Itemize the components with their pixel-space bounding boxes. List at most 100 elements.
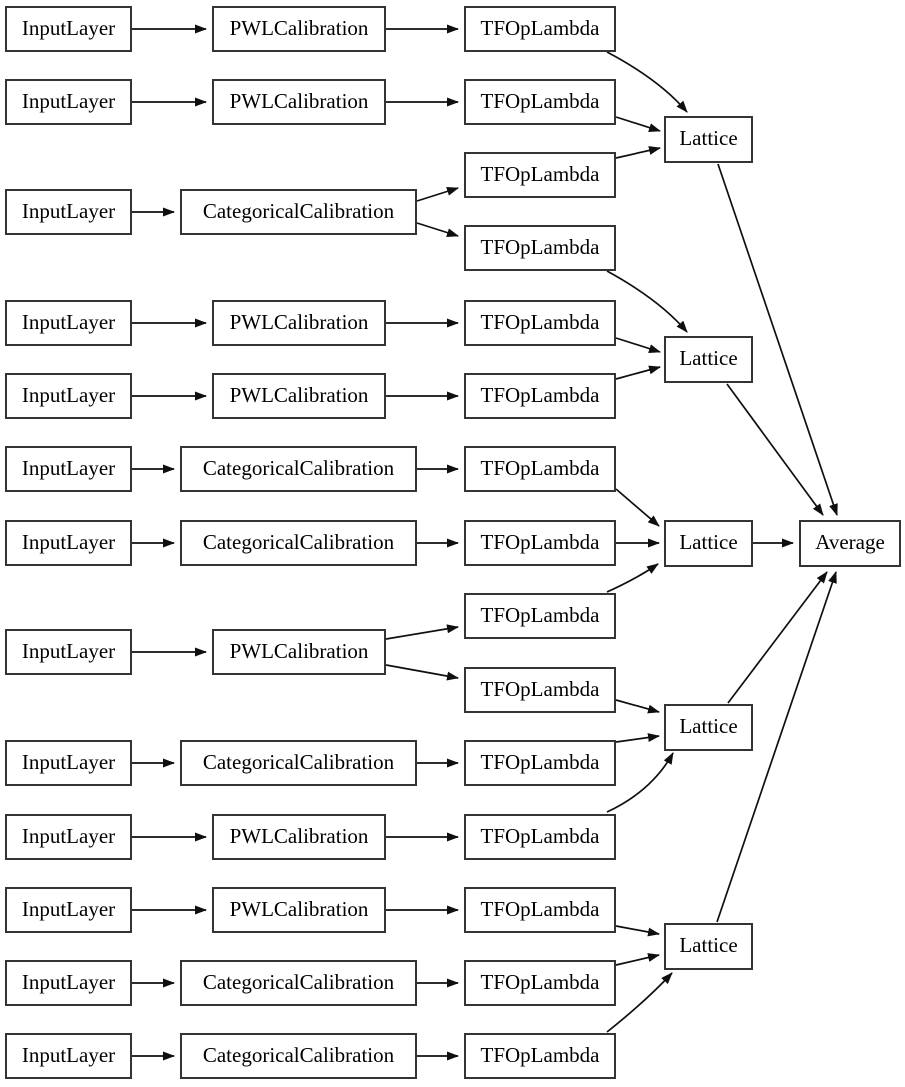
- node-label: TFOpLambda: [480, 15, 600, 40]
- node-pwl-1: PWLCalibration: [212, 6, 386, 52]
- node-label: TFOpLambda: [480, 602, 600, 627]
- node-lambda-10: TFOpLambda: [464, 667, 616, 713]
- node-input-11: InputLayer: [5, 887, 132, 933]
- node-lattice-3: Lattice: [664, 520, 753, 567]
- node-input-12: InputLayer: [5, 960, 132, 1006]
- node-label: PWLCalibration: [229, 896, 369, 921]
- node-lattice-5: Lattice: [664, 923, 753, 970]
- edge-lattice-2-to-average: [726, 383, 824, 516]
- node-lambda-1: TFOpLambda: [464, 6, 616, 52]
- node-label: InputLayer: [21, 638, 116, 663]
- node-label: PWLCalibration: [229, 88, 369, 113]
- node-lambda-9: TFOpLambda: [464, 593, 616, 639]
- node-label: Lattice: [679, 933, 738, 957]
- node-lattice-1: Lattice: [664, 116, 753, 163]
- edge-lambda-1-to-lattice-1: [606, 51, 688, 113]
- node-pwl-7: PWLCalibration: [212, 887, 386, 933]
- edge-lambda-11-to-lattice-4: [615, 733, 660, 743]
- node-pwl-4: PWLCalibration: [212, 373, 386, 419]
- node-label: InputLayer: [21, 896, 116, 921]
- node-cat-2: CategoricalCalibration: [180, 446, 417, 492]
- node-label: PWLCalibration: [229, 382, 369, 407]
- node-label: TFOpLambda: [480, 529, 600, 554]
- edge-lambda-13-to-lattice-5: [615, 925, 660, 937]
- edge-pwl-5-to-lambda-10: [385, 664, 459, 681]
- node-label: PWLCalibration: [229, 638, 369, 663]
- node-label: TFOpLambda: [480, 234, 600, 259]
- node-label: Lattice: [679, 126, 738, 150]
- edge-lattice-1-to-average: [717, 163, 838, 516]
- node-input-6: InputLayer: [5, 446, 132, 492]
- edge-cat-1-to-lambda-4: [416, 222, 459, 237]
- node-label: PWLCalibration: [229, 823, 369, 848]
- node-label: TFOpLambda: [480, 896, 600, 921]
- node-lambda-4: TFOpLambda: [464, 225, 616, 271]
- edge-lambda-4-to-lattice-2: [606, 270, 688, 333]
- node-label: PWLCalibration: [229, 15, 369, 40]
- node-label: TFOpLambda: [480, 161, 600, 186]
- node-label: InputLayer: [21, 1042, 116, 1067]
- node-lambda-14: TFOpLambda: [464, 960, 616, 1006]
- node-label: InputLayer: [21, 198, 116, 223]
- node-label: TFOpLambda: [480, 969, 600, 994]
- node-lambda-6: TFOpLambda: [464, 373, 616, 419]
- edge-lambda-10-to-lattice-4: [615, 699, 660, 714]
- node-pwl-3: PWLCalibration: [212, 300, 386, 346]
- node-label: TFOpLambda: [480, 823, 600, 848]
- node-label: InputLayer: [21, 15, 116, 40]
- node-lambda-15: TFOpLambda: [464, 1033, 616, 1079]
- node-label: InputLayer: [21, 382, 116, 407]
- node-label: PWLCalibration: [229, 309, 369, 334]
- node-label: InputLayer: [21, 309, 116, 334]
- node-lattice-2: Lattice: [664, 336, 753, 383]
- edge-lambda-9-to-lattice-3: [606, 563, 659, 593]
- node-label: CategoricalCalibration: [202, 749, 395, 774]
- node-label: InputLayer: [21, 823, 116, 848]
- node-input-7: InputLayer: [5, 520, 132, 566]
- edge-pwl-5-to-lambda-9: [385, 624, 459, 640]
- node-lambda-11: TFOpLambda: [464, 740, 616, 786]
- node-input-9: InputLayer: [5, 740, 132, 786]
- node-input-1: InputLayer: [5, 6, 132, 52]
- node-label: CategoricalCalibration: [202, 1042, 395, 1067]
- node-input-13: InputLayer: [5, 1033, 132, 1079]
- edge-lambda-7-to-lattice-3: [615, 488, 660, 527]
- node-pwl-2: PWLCalibration: [212, 79, 386, 125]
- node-lambda-7: TFOpLambda: [464, 446, 616, 492]
- node-cat-3: CategoricalCalibration: [180, 520, 417, 566]
- node-input-2: InputLayer: [5, 79, 132, 125]
- edge-cat-1-to-lambda-3: [416, 187, 459, 202]
- node-input-3: InputLayer: [5, 189, 132, 235]
- node-cat-4: CategoricalCalibration: [180, 740, 417, 786]
- node-lambda-13: TFOpLambda: [464, 887, 616, 933]
- node-lambda-12: TFOpLambda: [464, 814, 616, 860]
- node-label: TFOpLambda: [480, 676, 600, 701]
- edge-lambda-15-to-lattice-5: [606, 972, 673, 1033]
- node-label: Lattice: [679, 530, 738, 554]
- node-label: TFOpLambda: [480, 88, 600, 113]
- node-input-8: InputLayer: [5, 629, 132, 675]
- edge-lambda-3-to-lattice-1: [615, 146, 661, 159]
- node-label: InputLayer: [21, 969, 116, 994]
- edge-lambda-14-to-lattice-5: [615, 953, 660, 966]
- node-label: InputLayer: [21, 455, 116, 480]
- node-lambda-5: TFOpLambda: [464, 300, 616, 346]
- edge-lattice-5-to-average: [716, 571, 837, 923]
- node-label: InputLayer: [21, 529, 116, 554]
- node-label: TFOpLambda: [480, 309, 600, 334]
- node-label: Lattice: [679, 714, 738, 738]
- node-lambda-8: TFOpLambda: [464, 520, 616, 566]
- node-lambda-3: TFOpLambda: [464, 152, 616, 198]
- edge-lattice-4-to-average: [727, 571, 828, 704]
- node-label: InputLayer: [21, 749, 116, 774]
- node-label: Average: [815, 530, 885, 554]
- node-lattice-4: Lattice: [664, 704, 753, 751]
- node-average: Average: [799, 520, 901, 567]
- node-pwl-6: PWLCalibration: [212, 814, 386, 860]
- node-label: CategoricalCalibration: [202, 529, 395, 554]
- edge-lambda-6-to-lattice-2: [615, 365, 661, 380]
- node-input-5: InputLayer: [5, 373, 132, 419]
- edge-lambda-5-to-lattice-2: [615, 337, 661, 353]
